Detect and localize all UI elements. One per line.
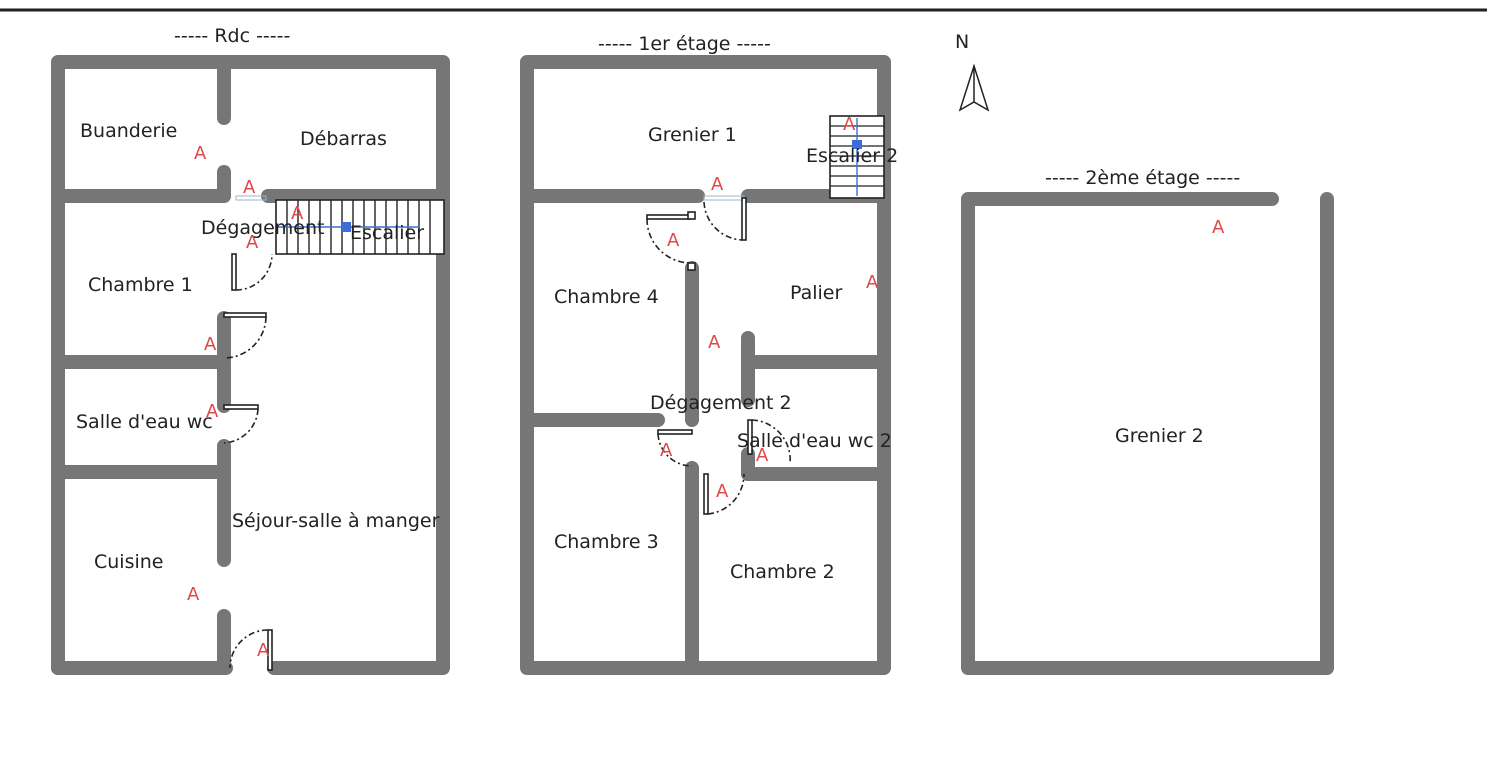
room-degagement: Dégagement bbox=[201, 217, 324, 239]
room-grenier2: Grenier 2 bbox=[1115, 425, 1204, 447]
marker-a: A bbox=[716, 481, 729, 502]
marker-a: A bbox=[711, 174, 724, 195]
marker-a: A bbox=[660, 440, 673, 461]
marker-a: A bbox=[708, 332, 721, 353]
title-etage2: ----- 2ème étage ----- bbox=[1045, 167, 1240, 189]
title-etage1: ----- 1er étage ----- bbox=[598, 33, 771, 55]
etage1-doors bbox=[646, 195, 791, 515]
marker-a: A bbox=[206, 401, 219, 422]
room-palier: Palier bbox=[790, 282, 842, 304]
marker-a: A bbox=[843, 114, 856, 135]
marker-a: A bbox=[866, 272, 879, 293]
room-buanderie: Buanderie bbox=[80, 120, 177, 142]
marker-a: A bbox=[667, 230, 680, 251]
etage1-outer-wall bbox=[520, 55, 891, 675]
rdc-plan bbox=[51, 55, 450, 675]
marker-a: A bbox=[291, 203, 304, 224]
room-sejour: Séjour-salle à manger bbox=[232, 510, 440, 532]
marker-a: A bbox=[204, 334, 217, 355]
title-rdc: ----- Rdc ----- bbox=[174, 25, 290, 47]
marker-a: A bbox=[187, 584, 200, 605]
escalier2-stairs bbox=[829, 115, 885, 199]
room-chambre3: Chambre 3 bbox=[554, 531, 659, 553]
room-debarras: Débarras bbox=[300, 128, 387, 150]
room-salle-eau-wc2: Salle d'eau wc 2 bbox=[737, 430, 892, 452]
north-label: N bbox=[955, 31, 969, 53]
marker-a: A bbox=[194, 143, 207, 164]
room-escalier2: Escalier 2 bbox=[806, 145, 898, 167]
room-chambre4: Chambre 4 bbox=[554, 286, 659, 308]
marker-a: A bbox=[756, 445, 769, 466]
room-grenier1: Grenier 1 bbox=[648, 124, 737, 146]
marker-a: A bbox=[1212, 217, 1225, 238]
etage2-outer-wall bbox=[961, 192, 1334, 675]
room-escalier: Escalier bbox=[350, 222, 424, 244]
rdc-doors bbox=[223, 195, 273, 671]
a-markers: A A A A A A A A A A A A A A A A A bbox=[187, 114, 1225, 661]
etage2-plan bbox=[961, 192, 1334, 675]
room-degagement2: Dégagement 2 bbox=[650, 392, 792, 414]
escalier-stairs bbox=[275, 199, 445, 255]
rdc-outer-wall bbox=[51, 55, 450, 675]
room-chambre2: Chambre 2 bbox=[730, 561, 835, 583]
marker-a: A bbox=[243, 177, 256, 198]
room-cuisine: Cuisine bbox=[94, 551, 164, 573]
room-salle-eau-wc: Salle d'eau wc bbox=[76, 411, 213, 433]
north-arrow-icon bbox=[958, 63, 990, 112]
room-chambre1: Chambre 1 bbox=[88, 274, 193, 296]
etage1-plan bbox=[520, 55, 891, 675]
marker-a: A bbox=[257, 640, 270, 661]
marker-a: A bbox=[246, 232, 259, 253]
